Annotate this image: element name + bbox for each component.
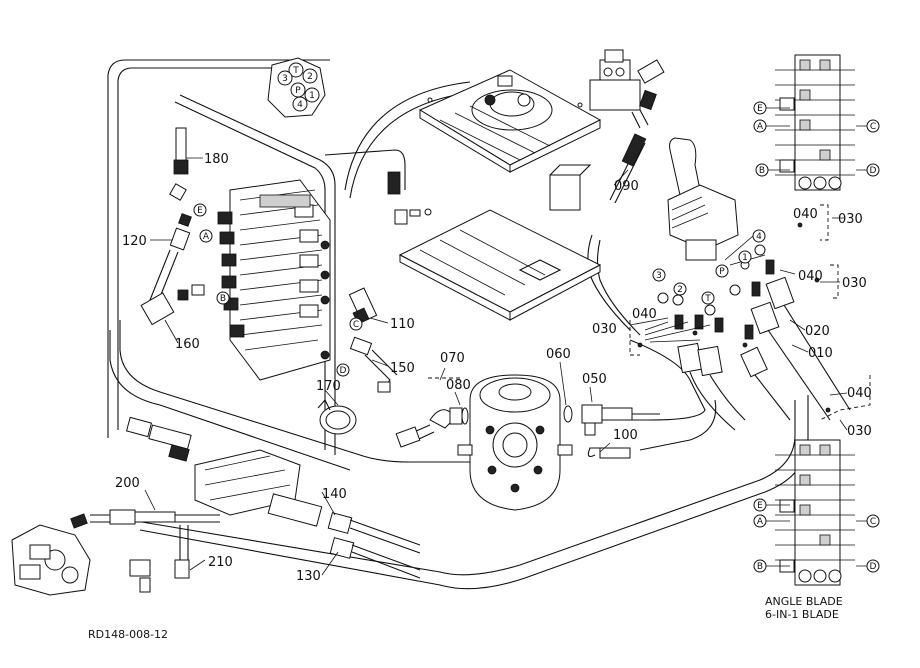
part-number-020: 020 (805, 324, 830, 339)
top-plate-assembly (418, 69, 602, 173)
part-number-030-a: 030 (838, 212, 863, 227)
part-number-040-b: 040 (798, 269, 823, 284)
left-fittings (140, 127, 205, 326)
port-label-2-pilot: 2 (677, 285, 683, 295)
lower-manifold (125, 416, 421, 579)
part-number-labels: 180 120 160 110 150 170 070 080 060 050 … (115, 152, 872, 584)
hose-clamp (317, 399, 357, 435)
part-number-090: 090 (614, 179, 639, 194)
routing-hoses (107, 59, 809, 590)
port-label-p-pilot: P (719, 267, 725, 277)
part-number-050: 050 (582, 372, 607, 387)
dashed-brackets (428, 204, 871, 421)
part-number-040-a: 040 (793, 207, 818, 222)
part-number-040-c: 040 (847, 386, 872, 401)
drawing-code: RD148-008-12 (88, 628, 168, 641)
caption-6-in-1-blade: 6-IN-1 BLADE (765, 608, 839, 621)
part-number-060: 060 (546, 347, 571, 362)
port-label-e-main: E (197, 206, 203, 216)
part-number-180: 180 (204, 152, 229, 167)
port-label-b-top: B (759, 166, 765, 176)
part-number-150: 150 (390, 361, 415, 376)
part-number-070: 070 (440, 351, 465, 366)
pilot-hose-fittings (637, 222, 851, 431)
port-label-a-top: A (757, 122, 764, 132)
port-label-e-bottom: E (757, 501, 763, 511)
part-number-030-c: 030 (847, 424, 872, 439)
part-number-130: 130 (296, 569, 321, 584)
valve-layout-schematic-top (775, 54, 855, 191)
part-number-160: 160 (175, 337, 200, 352)
floor-plate-assembly (398, 164, 602, 321)
part-number-140: 140 (322, 487, 347, 502)
part-number-110: 110 (390, 317, 415, 332)
part-number-030-d: 030 (592, 322, 617, 337)
port-label-d-main: D (340, 366, 347, 376)
port-letter-callouts: E A B C D P T 1 2 3 4 E A C B D E A (193, 101, 880, 573)
port-label-t-pilot: T (704, 294, 711, 304)
leader-lines (144, 157, 848, 576)
pilot-joystick (609, 133, 739, 261)
control-valve-bank (217, 179, 331, 381)
part-number-080: 080 (446, 378, 471, 393)
port-plate-label-2: 2 (307, 72, 313, 82)
port-label-c-bottom: C (870, 517, 876, 527)
port-label-e-top: E (757, 104, 763, 114)
part-number-040-d: 040 (632, 307, 657, 322)
part-number-120: 120 (122, 234, 147, 249)
part-number-170: 170 (316, 379, 341, 394)
port-label-1-pilot: 1 (742, 253, 748, 263)
port-label-a-main: A (203, 232, 210, 242)
port-plate-label-4: 4 (297, 100, 303, 110)
port-plate-label-3: 3 (282, 74, 288, 84)
lower-left-block (11, 509, 220, 596)
caption-angle-blade: ANGLE BLADE (765, 595, 843, 608)
port-label-d-bottom: D (870, 562, 877, 572)
valve-layout-schematic-bottom (775, 439, 855, 586)
port-label-d-top: D (870, 166, 877, 176)
port-plate-label-p: P (295, 86, 301, 96)
port-plate-label-t: T (292, 66, 299, 76)
port-label-4-pilot: 4 (756, 232, 762, 242)
port-label-a-bottom: A (757, 517, 764, 527)
port-label-b-main: B (220, 294, 226, 304)
part-number-200: 200 (115, 476, 140, 491)
port-plate: T 3 P 1 2 4 (267, 57, 326, 118)
right-connectors (348, 171, 408, 393)
port-label-c-top: C (870, 122, 876, 132)
part-number-210: 210 (208, 555, 233, 570)
part-number-010: 010 (808, 346, 833, 361)
port-label-b-bottom: B (757, 562, 763, 572)
swivel-joint-assembly (457, 374, 573, 511)
part-number-100: 100 (613, 428, 638, 443)
elbow-fittings (395, 404, 660, 459)
top-right-valve (589, 49, 665, 129)
port-plate-label-1: 1 (309, 91, 315, 101)
part-number-030-b: 030 (842, 276, 867, 291)
port-label-c-main: C (353, 320, 359, 330)
port-label-3-pilot: 3 (656, 271, 662, 281)
